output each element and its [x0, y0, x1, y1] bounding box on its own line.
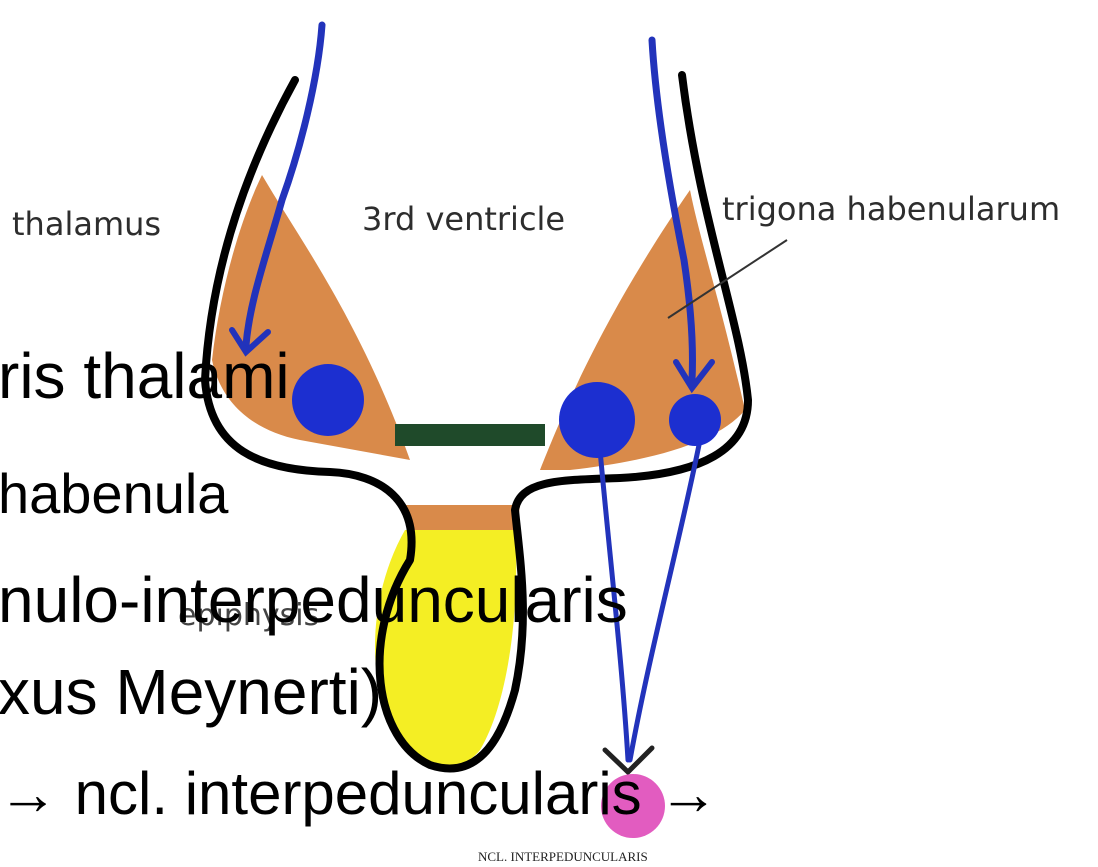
label-trigona-habenularum: trigona habenularum: [722, 190, 1060, 228]
overlay-line-1: ris thalami: [0, 344, 290, 408]
overlay-line-3: nulo-interpeduncularis: [0, 568, 628, 632]
label-third-ventricle: 3rd ventricle: [362, 200, 565, 238]
right-habenular-nucleus-lateral: [669, 394, 721, 446]
left-habenular-nucleus: [292, 364, 364, 436]
label-thalamus: thalamus: [12, 205, 161, 243]
overlay-line-4: xus Meynerti): [0, 660, 382, 724]
right-habenular-nucleus-medial: [559, 382, 635, 458]
overlay-line-5: → ncl. interpeduncularis →: [0, 764, 718, 824]
fasciculus-retroflexus-right: [630, 440, 700, 760]
label-ncl-interpeduncularis: NCL. INTERPEDUNCULARIS: [478, 849, 648, 865]
overlay-line-2: habenula: [0, 466, 228, 522]
commissura-habenularum: [395, 424, 545, 446]
